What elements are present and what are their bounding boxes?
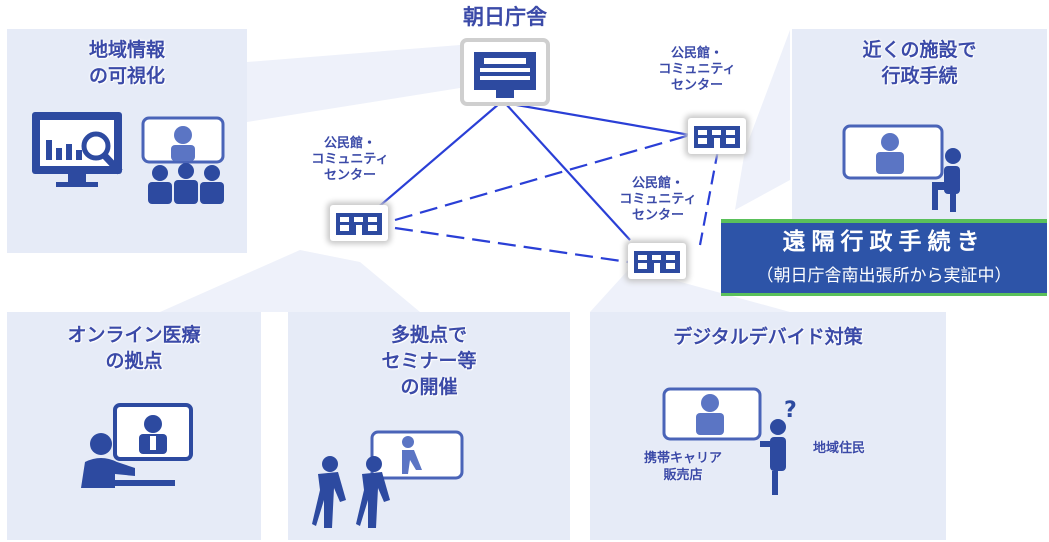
community-center-bottom-right-label: 公民館・ コミュニティ センター — [619, 176, 697, 223]
panel-nearby-admin-title: 近くの施設で 行政手続 — [862, 39, 977, 87]
audience-presentation-icon — [141, 116, 225, 204]
residents-label: 地域住民 — [812, 441, 865, 456]
analytics-monitor-icon — [32, 112, 123, 187]
remote-procedure-subtitle: （朝日庁舎南出張所から実証中） — [721, 261, 1047, 296]
panel-seminar: 多拠点で セミナー等 の開催 — [288, 312, 570, 540]
community-center-top-right-icon — [688, 118, 746, 154]
carrier-shop-label: 携帯キャリア 販売店 — [643, 451, 722, 483]
remote-procedure-title: 遠隔行政手続き — [721, 219, 1047, 261]
svg-text:?: ? — [784, 398, 797, 423]
panel-regional-info-title: 地域情報 の可視化 — [88, 39, 165, 87]
community-center-left-label: 公民館・ コミュニティ センター — [311, 136, 389, 183]
panel-seminar-title: 多拠点で セミナー等 の開催 — [381, 324, 477, 398]
remote-procedure-badge: 遠隔行政手続き （朝日庁舎南出張所から実証中） — [721, 219, 1047, 296]
video-call-citizen-icon — [842, 124, 961, 212]
community-center-left-icon — [330, 205, 388, 241]
community-center-bottom-right-icon — [628, 243, 686, 279]
community-center-top-right-label: 公民館・ コミュニティ センター — [658, 46, 736, 93]
center-title: 朝日庁舎 — [463, 5, 547, 29]
panel-digital-divide-title: デジタルデバイド対策 — [673, 326, 863, 348]
panel-nearby-admin: 近くの施設で 行政手続 — [792, 29, 1047, 219]
telemedicine-icon — [81, 403, 193, 488]
carrier-shop-support-icon: ? — [662, 387, 797, 495]
government-office-icon — [460, 38, 550, 106]
panel-online-medical-title: オンライン医療 の拠点 — [67, 324, 201, 372]
exercise-seminar-icon — [312, 430, 464, 528]
panel-digital-divide: デジタルデバイド対策 — [590, 312, 946, 540]
